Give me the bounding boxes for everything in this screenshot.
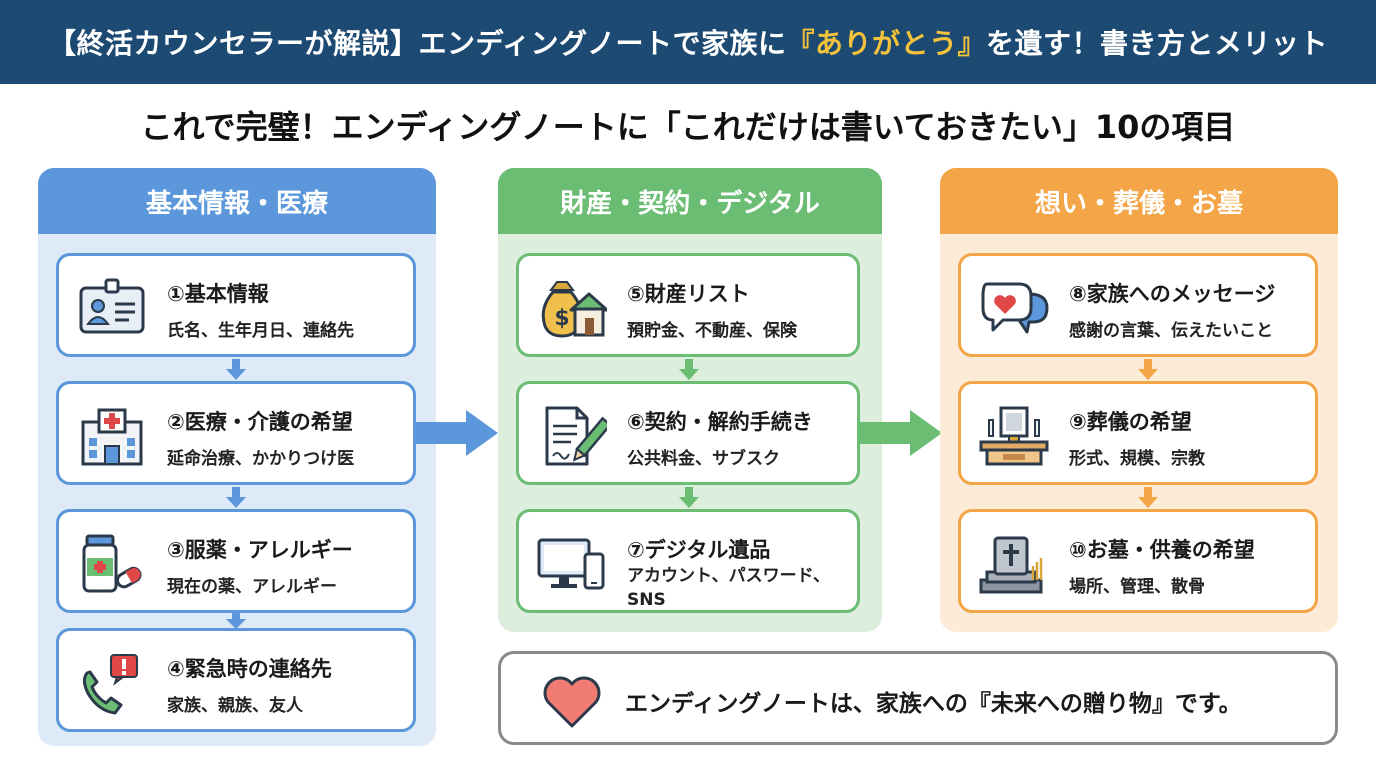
item-card-2: ②医療・介護の希望 延命治療、かかりつけ医 <box>56 381 416 485</box>
item-title: ⑧家族へのメッセージ <box>1069 282 1276 306</box>
section-title: これで完璧！エンディングノートに「これだけは書いておきたい」10の項目 <box>140 108 1236 146</box>
gravestone-icon <box>979 536 1043 594</box>
item-description-line: SNS <box>627 590 666 610</box>
item-card-1: ①基本情報 氏名、生年月日、連絡先 <box>56 253 416 357</box>
header-banner: 【終活カウンセラーが解説】エンディングノートで家族に『ありがとう』を遺す！書き方… <box>0 0 1376 84</box>
column-header: 基本情報・医療 <box>38 168 436 234</box>
svg-text:$: $ <box>554 306 569 331</box>
item-description: 形式、規模、宗教 <box>1069 449 1205 469</box>
column-header: 財産・契約・デジタル <box>498 168 882 234</box>
hospital-icon <box>81 408 143 466</box>
item-title: ⑨葬儀の希望 <box>1069 410 1192 434</box>
item-card-8: ⑧家族へのメッセージ 感謝の言葉、伝えたいこと <box>958 253 1318 357</box>
item-description-line: アカウント、パスワード、 <box>627 566 830 586</box>
banner-title-highlight: 『ありがとう』 <box>786 27 986 60</box>
message-box: エンディングノートは、家族への『未来への贈り物』です。 <box>498 651 1338 745</box>
item-description: 預貯金、不動産、保険 <box>627 321 797 341</box>
banner-title: 【終活カウンセラーが解説】エンディングノートで家族に『ありがとう』を遺す！書き方… <box>48 22 1328 62</box>
banner-title-part: 【終活カウンセラーが解説】エンディングノートで家族に <box>47 27 787 60</box>
altar-icon <box>979 406 1049 466</box>
column-assets-contracts-digital: 財産・契約・デジタル $ ⑤財産リスト 預貯金、不動産、保険 <box>498 168 882 632</box>
item-card-5: $ ⑤財産リスト 預貯金、不動産、保険 <box>516 253 860 357</box>
medicine-icon <box>82 534 142 593</box>
item-title: ⑥契約・解約手続き <box>627 410 813 434</box>
emergency-phone-icon <box>82 654 138 715</box>
item-card-7: ⑦デジタル遺品 アカウント、パスワード、 SNS <box>516 509 860 613</box>
column-body: ⑧家族へのメッセージ 感謝の言葉、伝えたいこと ⑨葬儀の希望 形式、規模、宗教 <box>940 234 1338 632</box>
item-description: 延命治療、かかりつけ医 <box>167 449 355 469</box>
column-header: 想い・葬儀・お墓 <box>940 168 1338 234</box>
down-arrow-icon <box>679 487 699 508</box>
item-title: ④緊急時の連絡先 <box>167 657 332 681</box>
item-card-3: ③服薬・アレルギー 現在の薬、アレルギー <box>56 509 416 613</box>
item-description: 場所、管理、散骨 <box>1069 577 1205 597</box>
item-title: ③服薬・アレルギー <box>167 538 353 562</box>
item-card-10: ⑩お墓・供養の希望 場所、管理、散骨 <box>958 509 1318 613</box>
item-title: ②医療・介護の希望 <box>167 410 353 434</box>
down-arrow-icon <box>226 610 246 629</box>
item-description: 感謝の言葉、伝えたいこと <box>1069 321 1273 341</box>
down-arrow-icon <box>679 359 699 380</box>
money-house-icon: $ <box>541 281 607 338</box>
item-description: 公共料金、サブスク <box>627 449 780 469</box>
column-body: ①基本情報 氏名、生年月日、連絡先 ②医療・介護の希望 延命治療、かかりつけ医 <box>38 234 436 746</box>
down-arrow-icon <box>1138 359 1158 380</box>
id-card-icon <box>79 278 145 334</box>
down-arrow-icon <box>226 487 246 508</box>
speech-heart-icon <box>981 282 1049 334</box>
column-basic-medical: 基本情報・医療 ①基本情報 氏名、生年月日、連絡先 <box>38 168 436 746</box>
item-description: アカウント、パスワード、 SNS <box>627 564 830 612</box>
item-title: ⑤財産リスト <box>627 282 750 306</box>
banner-title-part: を遺す！書き方とメリット <box>985 27 1328 60</box>
column-wishes-funeral-grave: 想い・葬儀・お墓 ⑧家族へのメッセージ 感謝の言葉、伝えたいこと ⑨葬 <box>940 168 1338 632</box>
item-card-6: ⑥契約・解約手続き 公共料金、サブスク <box>516 381 860 485</box>
item-description: 現在の薬、アレルギー <box>167 577 337 597</box>
item-description: 氏名、生年月日、連絡先 <box>167 321 354 341</box>
item-card-4: ④緊急時の連絡先 家族、親族、友人 <box>56 628 416 732</box>
item-card-9: ⑨葬儀の希望 形式、規模、宗教 <box>958 381 1318 485</box>
contract-pen-icon <box>545 406 607 466</box>
item-title: ⑦デジタル遺品 <box>627 538 771 562</box>
item-description: 家族、親族、友人 <box>167 696 303 716</box>
down-arrow-icon <box>226 359 246 380</box>
heart-icon <box>543 676 601 728</box>
message-text: エンディングノートは、家族への『未来への贈り物』です。 <box>625 691 1242 717</box>
right-arrow-icon <box>860 410 942 456</box>
computer-phone-icon <box>537 538 605 590</box>
column-body: $ ⑤財産リスト 預貯金、不動産、保険 ⑥契約・解約手続き <box>498 234 882 632</box>
item-title: ⑩お墓・供養の希望 <box>1069 538 1255 562</box>
item-title: ①基本情報 <box>167 282 269 306</box>
down-arrow-icon <box>1138 487 1158 508</box>
right-arrow-icon <box>414 410 498 456</box>
